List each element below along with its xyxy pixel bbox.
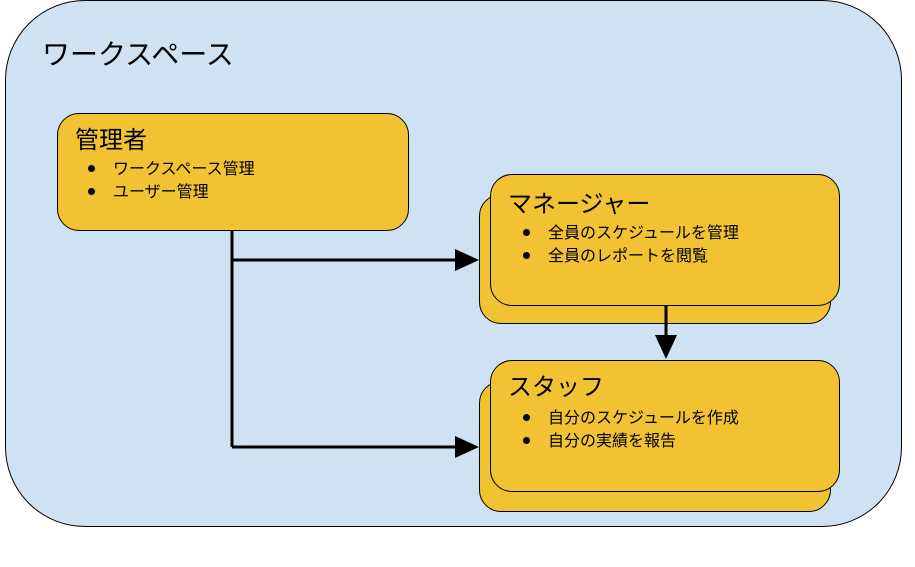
manager-permission-list: 全員のスケジュールを管理 全員のレポートを閲覧: [510, 221, 739, 267]
arrowhead-manager-to-staff: [655, 335, 677, 359]
manager-title: マネージャー: [508, 190, 651, 218]
admin-title: 管理者: [75, 126, 147, 154]
manager-permission-item: 全員のスケジュールを管理: [510, 221, 739, 244]
manager-box: [490, 174, 840, 306]
staff-permission-item: 自分のスケジュールを作成: [510, 406, 739, 429]
workspace-title: ワークスペース: [42, 38, 234, 71]
staff-permission-list: 自分のスケジュールを作成 自分の実績を報告: [510, 406, 739, 452]
arrowhead-to-staff: [455, 436, 479, 458]
arrowhead-to-manager: [455, 249, 479, 271]
admin-permission-list: ワークスペース管理 ユーザー管理: [75, 157, 255, 203]
admin-box: [57, 113, 409, 231]
staff-permission-item: 自分の実績を報告: [510, 429, 739, 452]
admin-permission-item: ユーザー管理: [75, 180, 255, 203]
staff-box: [490, 360, 840, 492]
staff-title: スタッフ: [508, 373, 604, 401]
admin-permission-item: ワークスペース管理: [75, 157, 255, 180]
manager-permission-item: 全員のレポートを閲覧: [510, 244, 739, 267]
